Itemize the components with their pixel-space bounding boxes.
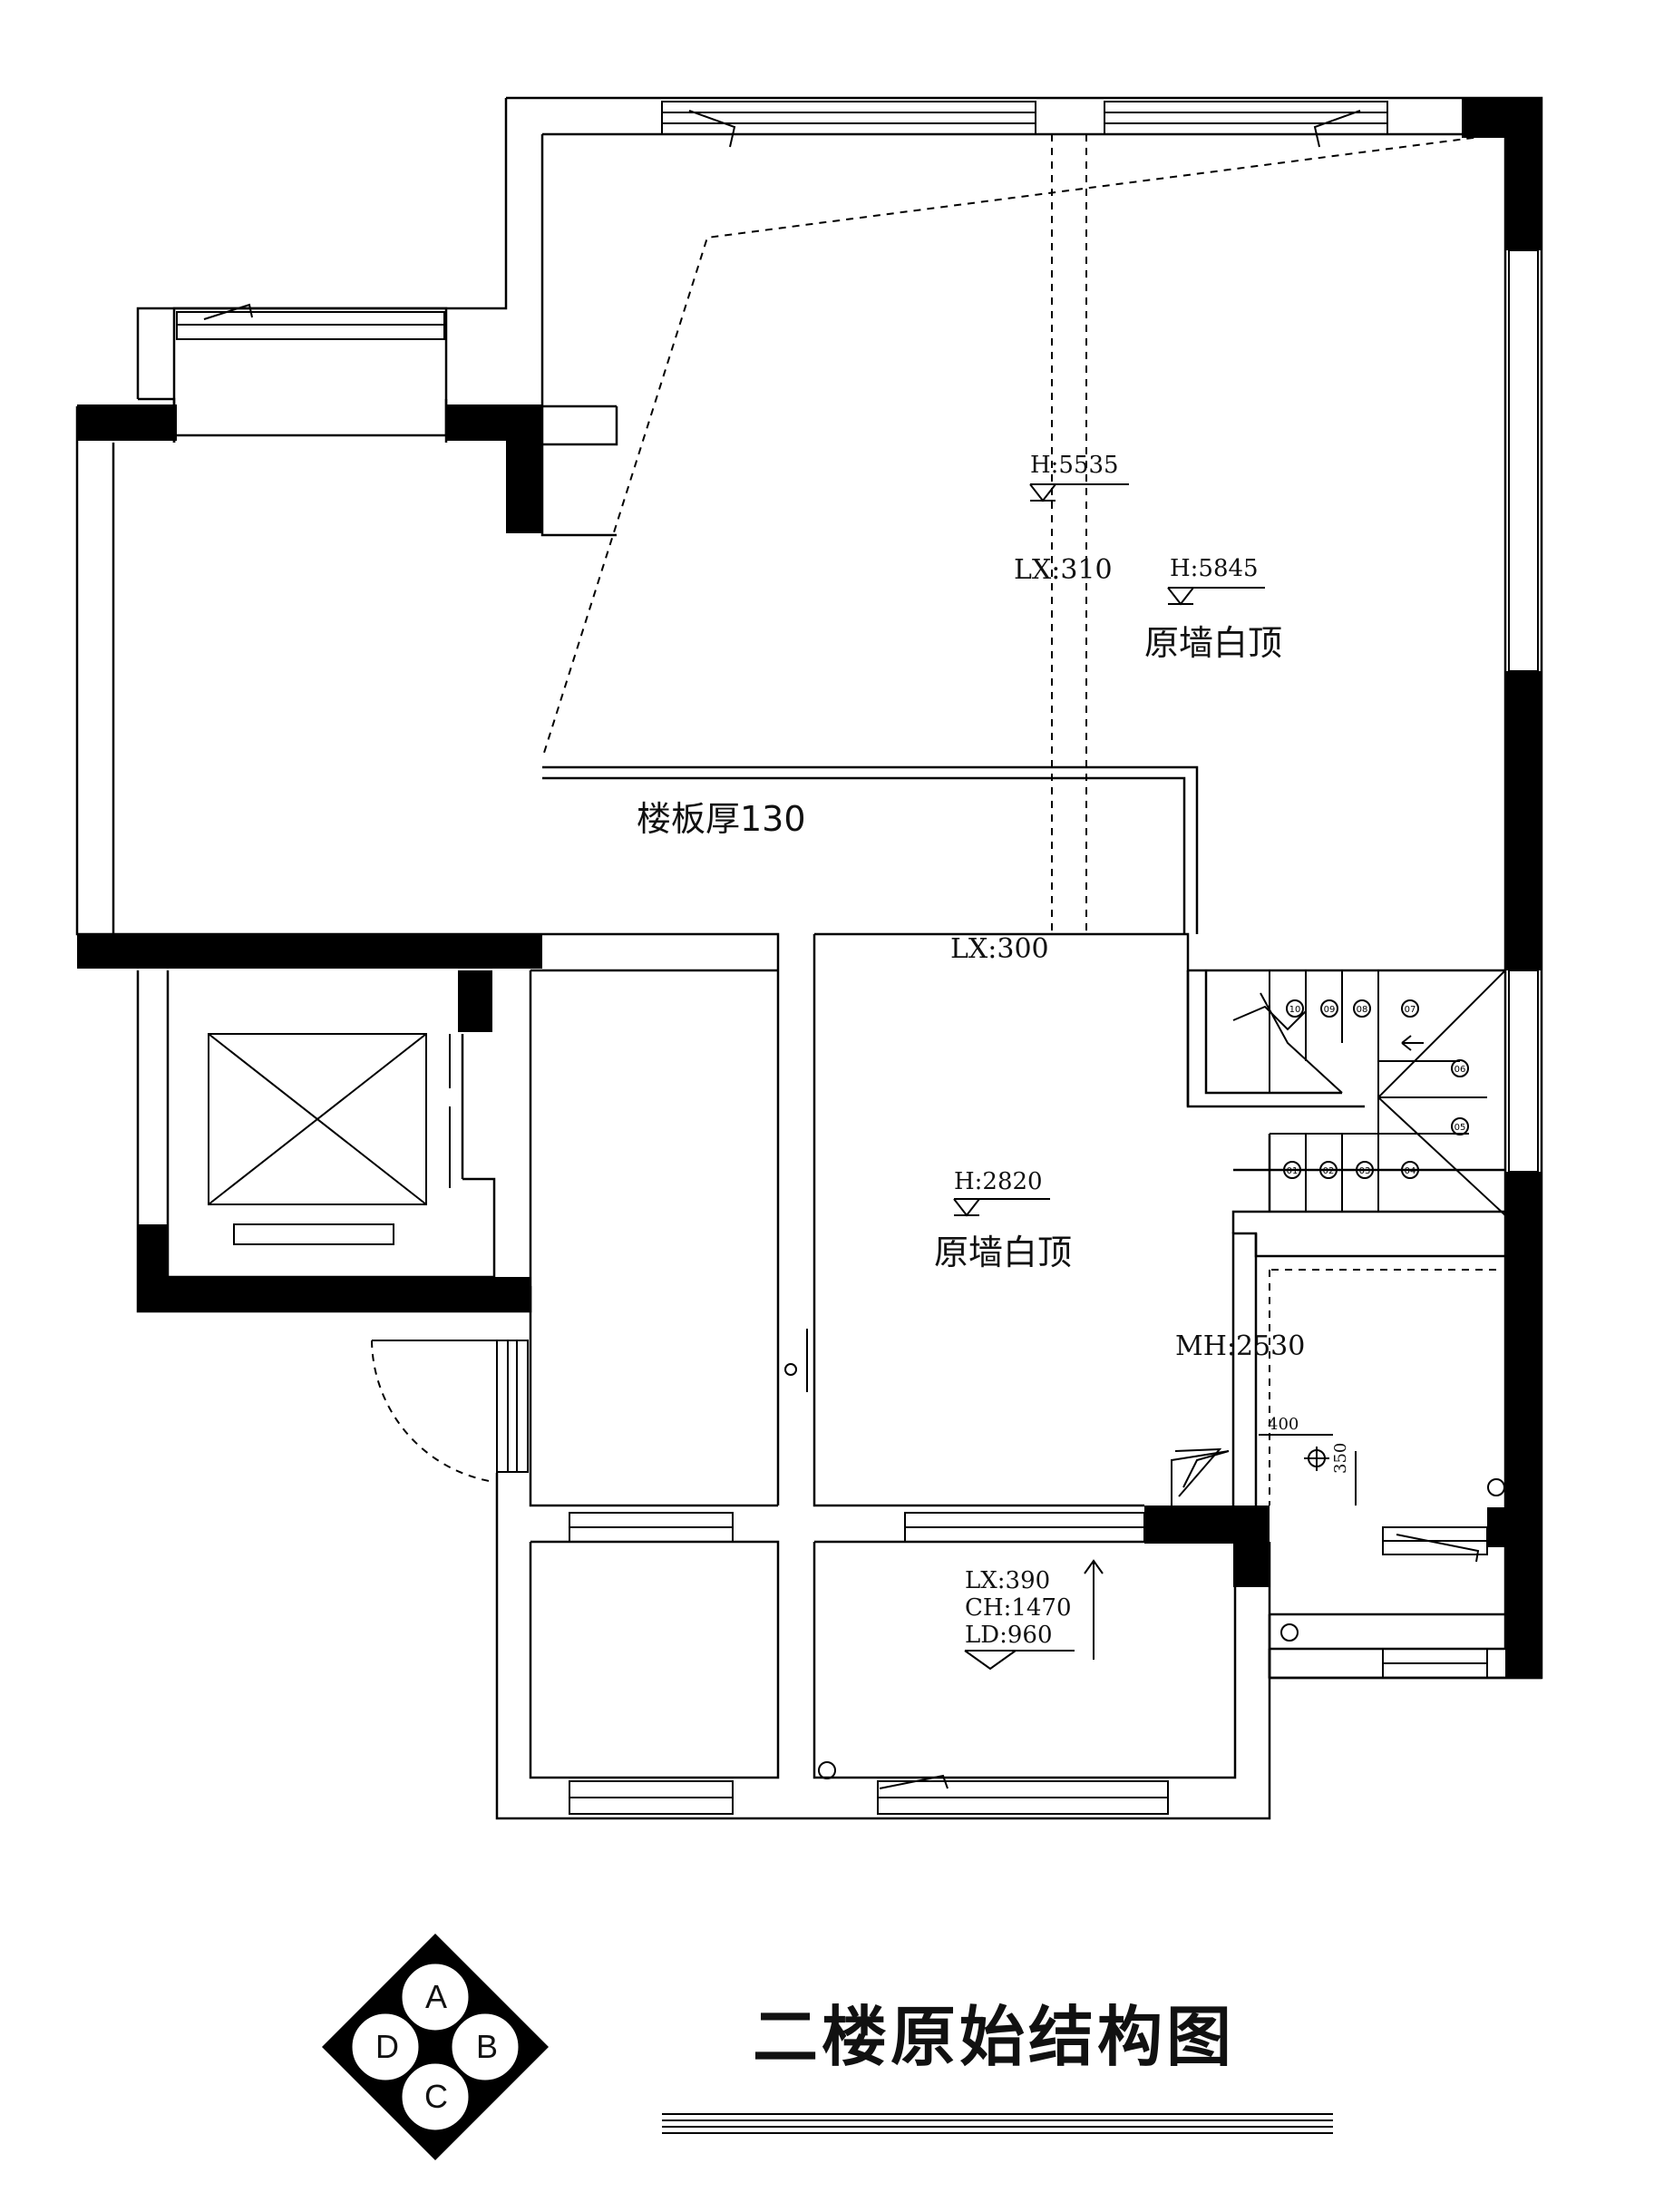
orientation-compass: A B C D [322, 1934, 549, 2160]
height-label-ch1470: CH:1470 [965, 1594, 1072, 1622]
staircase [1232, 970, 1506, 1216]
stair-step-06: 06 [1455, 1065, 1466, 1075]
stair-step-05: 05 [1455, 1123, 1466, 1133]
height-label-mh2530: MH:2530 [1175, 1330, 1306, 1362]
stair-step-04: 04 [1405, 1166, 1416, 1176]
windows [176, 101, 1539, 1815]
height-label-5535: H:5535 [1030, 452, 1119, 479]
dashed-beams [371, 133, 1502, 1506]
dimension-350: 350 [1331, 1442, 1350, 1474]
stair-step-02: 02 [1323, 1166, 1335, 1176]
slab-thickness-label: 楼板厚130 [637, 799, 806, 839]
stair-step-01: 01 [1287, 1166, 1299, 1176]
beam-label-lx300: LX:300 [950, 933, 1049, 965]
drawing-title: 二楼原始结构图 [753, 1999, 1236, 2075]
compass-letter-c: C [424, 2078, 448, 2115]
stair-step-10: 10 [1289, 1005, 1301, 1015]
structural-walls [77, 98, 1542, 1678]
stair-step-08: 08 [1357, 1005, 1368, 1015]
ceiling-label-top: 原墙白顶 [1144, 623, 1283, 663]
title-underline [662, 2113, 1333, 2134]
compass-letter-d: D [375, 2028, 399, 2065]
dimension-400: 400 [1268, 1415, 1299, 1434]
compass-letter-a: A [425, 1978, 448, 2015]
beam-label-lx390: LX:390 [965, 1567, 1051, 1594]
ceiling-label-mid: 原墙白顶 [934, 1233, 1073, 1272]
elevator [208, 1033, 529, 1473]
height-label-2820: H:2820 [954, 1168, 1043, 1195]
elevation-markers [953, 483, 1265, 1671]
stair-step-03: 03 [1359, 1166, 1371, 1176]
compass-diamond [322, 1934, 549, 2160]
stair-step-09: 09 [1324, 1005, 1336, 1015]
height-label-ld960: LD:960 [965, 1622, 1053, 1649]
beam-label-lx310: LX:310 [1014, 554, 1113, 586]
compass-letter-b: B [476, 2028, 499, 2065]
stair-step-07: 07 [1405, 1005, 1416, 1015]
fixtures [784, 1329, 1505, 1779]
height-label-5845: H:5845 [1170, 555, 1259, 582]
